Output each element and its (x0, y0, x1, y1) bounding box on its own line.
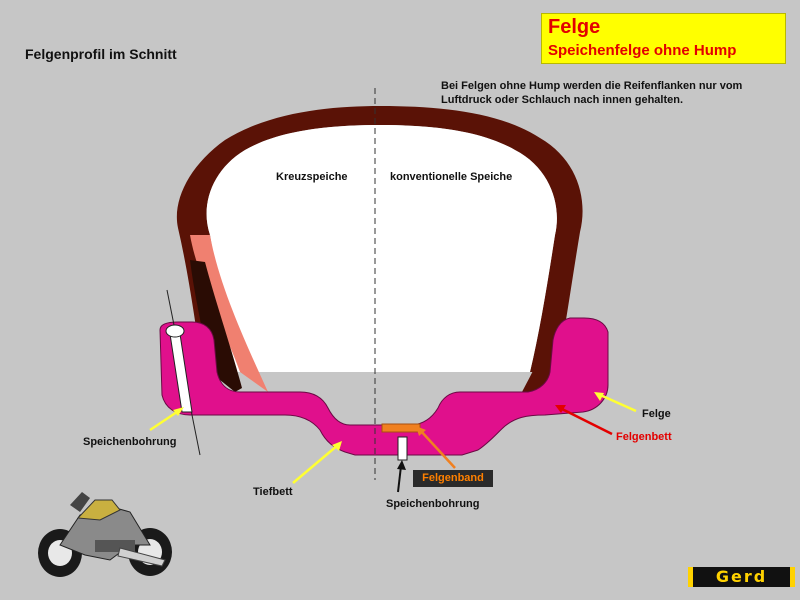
title-main: Felge (548, 16, 601, 38)
label-cross-spoke: Kreuzspeiche (276, 171, 348, 183)
pointer-bohr-center-head (397, 460, 406, 470)
spoke-hole-center (397, 436, 408, 461)
pointer-bohr-left-head (173, 407, 184, 416)
label-spoke-hole-left: Speichenbohrung (83, 436, 177, 448)
label-spoke-hole-center: Speichenbohrung (386, 498, 480, 510)
pointer-bohr-center (397, 465, 402, 493)
tire-cavity (206, 125, 557, 372)
tire-bead-left (190, 260, 242, 392)
pointer-felgenbett-head (555, 405, 566, 413)
pointer-bohr-left (149, 408, 181, 432)
pointer-felgenbett (559, 406, 613, 436)
pointer-felgenband (419, 429, 456, 469)
explanation-note: Bei Felgen ohne Hump werden die Reifenfl… (441, 80, 743, 106)
label-conventional-spoke: konventionelle Speiche (390, 171, 513, 183)
tire-shade-left (190, 235, 268, 392)
gerd-logo: Gerd (688, 567, 795, 587)
pointer-tiefbett (292, 444, 339, 484)
pointer-felge (597, 392, 637, 413)
label-rim-tape: Felgenband (413, 470, 493, 487)
pointer-felgenband-head (416, 426, 426, 436)
spoke-nipple-left (165, 324, 185, 338)
label-well: Tiefbett (253, 486, 293, 498)
rim-tape (381, 423, 421, 433)
title-subtitle: Speichenfelge ohne Hump (548, 42, 737, 59)
title-box: Felge Speichenfelge ohne Hump (541, 13, 786, 64)
pointer-felge-head (594, 392, 604, 401)
label-rim-bed: Felgenbett (616, 431, 672, 443)
pointer-tiefbett-head (332, 441, 342, 451)
page-title: Felgenprofil im Schnitt (25, 46, 177, 62)
motorcycle-image (38, 492, 172, 577)
label-rim: Felge (642, 408, 671, 420)
